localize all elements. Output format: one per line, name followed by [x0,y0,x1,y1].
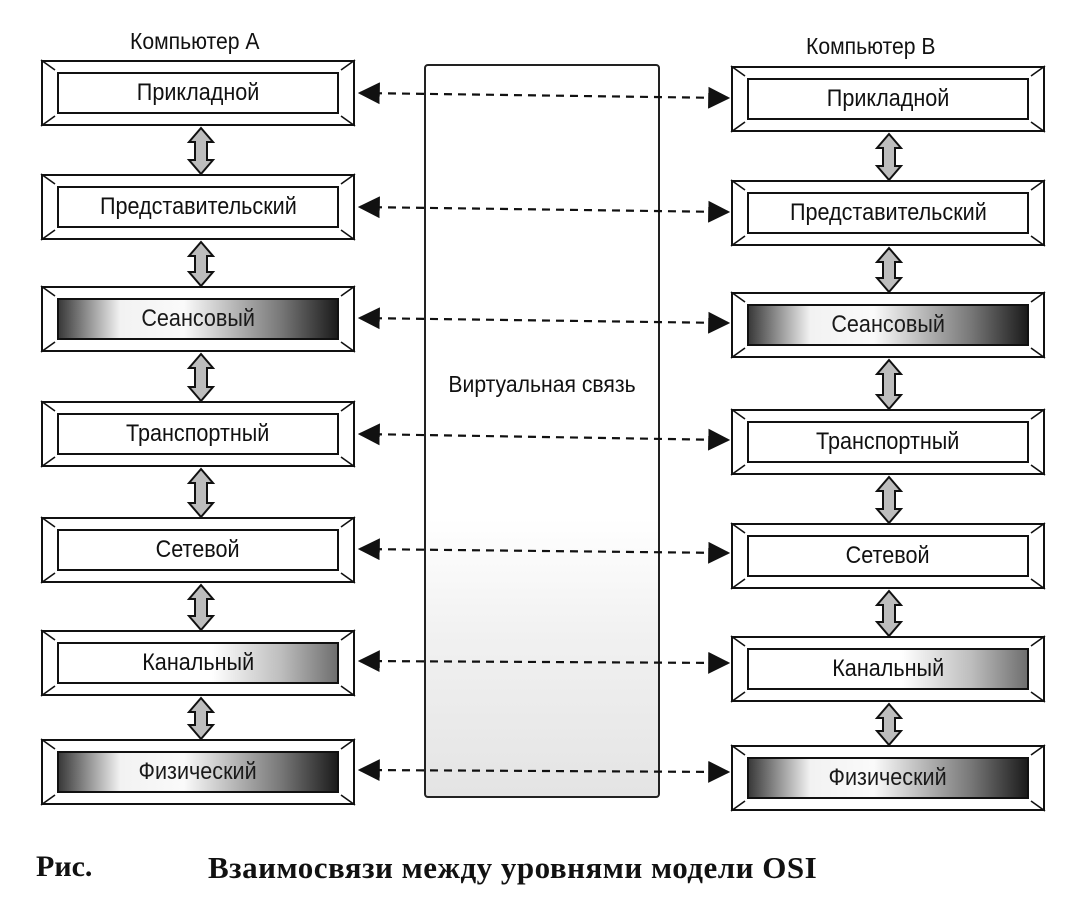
layer-label: Представительский [99,193,297,220]
computer-a-layer-physical: Физический [41,739,355,805]
caption-title: Взаимосвязи между уровнями модели OSI [208,850,818,885]
layer-label: Сетевой [846,542,930,569]
layer-label: Физический [138,758,258,785]
stack-arrow-a-5 [186,583,216,632]
layer-label: Канальный [142,649,254,676]
stack-arrow-a-3 [186,352,216,403]
computer-b-layer-network: Сетевой [731,523,1045,589]
computer-b-title: Компьютер В [806,33,936,59]
layer-label: Физический [828,764,948,791]
stack-arrow-b-3 [874,358,904,411]
layer-label: Транспортный [126,420,270,447]
computer-b-layer-physical: Физический [731,745,1045,811]
stack-arrow-a-2 [186,240,216,288]
computer-a-layer-application: Прикладной [41,60,355,126]
computer-a-layer-transport: Транспортный [41,401,355,467]
computer-b-layer-session: Сеансовый [731,292,1045,358]
stack-arrow-b-2 [874,246,904,294]
layer-label: Канальный [832,655,944,682]
layer-label: Транспортный [816,428,960,455]
computer-a-layer-network: Сетевой [41,517,355,583]
layer-label: Прикладной [136,79,260,106]
stack-arrow-b-1 [874,132,904,182]
stack-arrow-a-4 [186,467,216,519]
caption-prefix: Рис. [36,850,93,883]
computer-a-title: Компьютер А [130,28,260,54]
stack-arrow-a-1 [186,126,216,176]
computer-a-layer-datalink: Канальный [41,630,355,696]
layer-label: Прикладной [826,85,950,112]
layer-label: Сеансовый [141,305,255,332]
stack-arrow-a-6 [186,696,216,741]
computer-a-layer-presentation: Представительский [41,174,355,240]
computer-b-layer-application: Прикладной [731,66,1045,132]
layer-label: Представительский [789,199,987,226]
layer-label: Сеансовый [831,311,945,338]
virtual-link-label: Виртуальная связь [448,371,636,397]
stack-arrow-b-5 [874,589,904,638]
stack-arrow-b-4 [874,475,904,525]
layer-label: Сетевой [156,536,240,563]
computer-b-layer-datalink: Канальный [731,636,1045,702]
computer-b-layer-presentation: Представительский [731,180,1045,246]
stack-arrow-b-6 [874,702,904,747]
computer-b-layer-transport: Транспортный [731,409,1045,475]
virtual-link-box: Виртуальная связь [424,64,660,798]
computer-a-layer-session: Сеансовый [41,286,355,352]
